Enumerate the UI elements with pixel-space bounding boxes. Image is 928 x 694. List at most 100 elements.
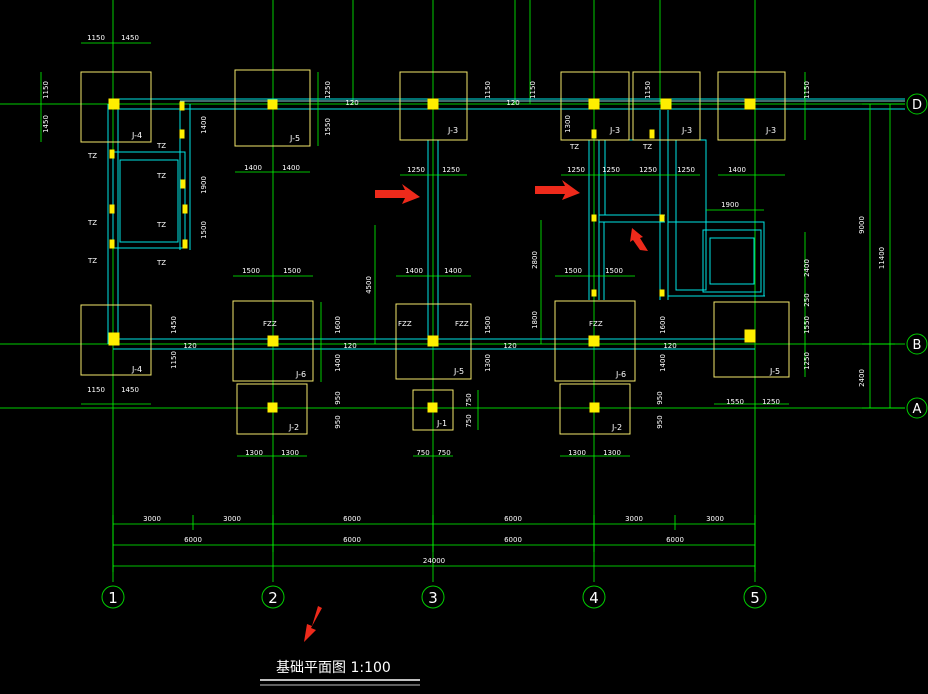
label-j4-top: J-4	[131, 131, 142, 140]
dim-text: 1300	[484, 354, 492, 372]
dim-text: 1800	[531, 311, 539, 329]
fzz-label: FZZ	[455, 320, 469, 328]
dim-text: 1150	[484, 81, 492, 99]
dim-text: 1400	[244, 164, 262, 172]
tz-label: TZ	[156, 142, 166, 150]
label-j4-bot: J-4	[131, 365, 142, 374]
footing-j3-b	[560, 71, 630, 141]
dim-text: 120	[506, 99, 519, 107]
footing-j3-a	[399, 71, 468, 141]
dim-text: 1150	[170, 351, 178, 369]
axis-label-3: 3	[428, 589, 438, 607]
axis-bubble-B	[906, 333, 928, 355]
axis-label-4: 4	[589, 589, 599, 607]
dim-text: 1150	[42, 81, 50, 99]
dim-text: 1400	[405, 267, 423, 275]
dim-text: 2400	[858, 369, 866, 387]
dim-text: 6000	[504, 515, 522, 523]
drawing-title: 基础平面图 1:100	[276, 659, 391, 676]
red-arrow-icon	[630, 228, 648, 251]
footings	[80, 69, 790, 435]
dim-text: 1450	[170, 316, 178, 334]
dim-text: 1250	[639, 166, 657, 174]
dim-text: 1550	[803, 316, 811, 334]
label-j5-top: J-5	[289, 134, 300, 143]
dim-text: 6000	[343, 536, 361, 544]
dim-text: 1400	[200, 116, 208, 134]
dim-text: 1450	[121, 34, 139, 42]
label-j3-b: J-3	[609, 126, 620, 135]
axis-bubble-2	[261, 585, 285, 609]
dim-text: 1250	[407, 166, 425, 174]
dim-text: 120	[343, 342, 356, 350]
dim-text: 6000	[343, 515, 361, 523]
dim-text: 3000	[625, 515, 643, 523]
dim-text: 1400	[282, 164, 300, 172]
footing-j6-b	[554, 300, 636, 382]
dim-text: 1400	[444, 267, 462, 275]
dim-text: 1250	[803, 352, 811, 370]
dim-text: 1250	[677, 166, 695, 174]
tz-label: TZ	[87, 219, 97, 227]
dim-text: 750	[437, 449, 450, 457]
dim-text: 1150	[644, 81, 652, 99]
axis-label-A: A	[913, 402, 922, 417]
dim-text: 6000	[666, 536, 684, 544]
dim-text: 1600	[334, 316, 342, 334]
dim-text: 1500	[564, 267, 582, 275]
dim-text: 950	[334, 415, 342, 428]
dim-text: 4500	[365, 276, 373, 294]
dim-text: 1550	[324, 118, 332, 136]
dim-text: 1300	[245, 449, 263, 457]
dim-text: 750	[465, 393, 473, 406]
dim-text: 1250	[567, 166, 585, 174]
dim-text: 1500	[242, 267, 260, 275]
dim-text: 1250	[324, 81, 332, 99]
dim-text: 1150	[803, 81, 811, 99]
axis-label-D: D	[912, 98, 922, 113]
dim-text: 1400	[334, 354, 342, 372]
axis-label-2: 2	[268, 589, 278, 607]
footing-j5-right	[713, 301, 790, 378]
dim-text: 1150	[87, 386, 105, 394]
dim-text: 1400	[659, 354, 667, 372]
dim-text: 1450	[42, 115, 50, 133]
dim-text: 1250	[762, 398, 780, 406]
dim-text: 2800	[531, 251, 539, 269]
dim-text: 1500	[283, 267, 301, 275]
dim-text: 950	[334, 391, 342, 404]
axis-bubble-4	[582, 585, 606, 609]
dim-text: 1150	[529, 81, 537, 99]
dim-text: 1500	[484, 316, 492, 334]
footing-j1	[412, 389, 454, 431]
dim-text: 9000	[858, 216, 866, 234]
axis-label-5: 5	[750, 589, 760, 607]
label-j2-a: J-2	[288, 423, 299, 432]
dim-text: 1250	[602, 166, 620, 174]
dim-text: 1450	[121, 386, 139, 394]
fzz-label: FZZ	[589, 320, 603, 328]
columns	[108, 98, 756, 413]
dim-text: 950	[656, 391, 664, 404]
dim-text: 1150	[87, 34, 105, 42]
dim-text: 120	[503, 342, 516, 350]
dim-text: 11400	[878, 247, 886, 269]
dim-text: 6000	[504, 536, 522, 544]
tz-label: TZ	[156, 172, 166, 180]
red-arrow-icon	[375, 184, 420, 204]
dim-text: 1250	[442, 166, 460, 174]
dim-text: 1400	[728, 166, 746, 174]
dim-text: 750	[416, 449, 429, 457]
footing-j4-bot	[80, 304, 152, 376]
dim-text: 3000	[143, 515, 161, 523]
axis-bubble-A	[906, 397, 928, 419]
dim-text: 2400	[803, 259, 811, 277]
footing-j2-b	[559, 383, 631, 435]
dim-text: 250	[803, 293, 811, 306]
dim-text: 750	[465, 414, 473, 427]
tz-label: TZ	[569, 143, 579, 151]
axis-bubble-5	[743, 585, 767, 609]
axis-bubbles	[101, 93, 928, 609]
footing-j4-top	[80, 71, 152, 143]
